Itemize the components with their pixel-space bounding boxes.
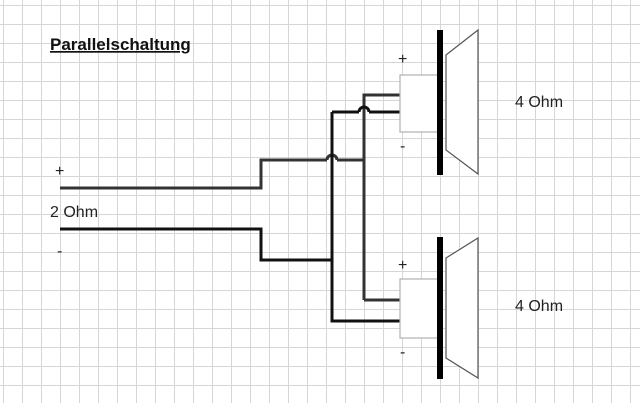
speaker-lower-minus-label: -	[400, 344, 405, 361]
speaker-plate	[437, 237, 443, 379]
speaker-upper-plus-label: +	[398, 51, 407, 68]
source-plus-wire	[60, 158, 327, 190]
speaker-lower	[399, 236, 479, 380]
source-plus-label: +	[55, 163, 64, 180]
speaker-lower-plus-label: +	[398, 257, 407, 274]
speaker-magnet	[399, 278, 439, 339]
minus-wire-crossover	[357, 105, 371, 113]
speaker-upper-minus-label: -	[400, 138, 405, 155]
source-minus-wire	[60, 227, 332, 262]
speaker-upper-impedance-label: 4 Ohm	[515, 94, 563, 111]
speaker-magnet	[399, 74, 439, 133]
speaker-cone	[445, 236, 479, 380]
speaker-plate	[437, 30, 443, 175]
plus-bus	[362, 93, 400, 300]
diagram-title: Parallelschaltung	[50, 35, 191, 54]
minus-bus	[330, 112, 400, 323]
source-impedance-label: 2 Ohm	[50, 204, 98, 221]
speaker-lower-impedance-label: 4 Ohm	[515, 298, 563, 315]
speaker-cone	[445, 28, 479, 176]
speaker-upper	[399, 28, 479, 176]
source-minus-label: -	[57, 243, 62, 260]
